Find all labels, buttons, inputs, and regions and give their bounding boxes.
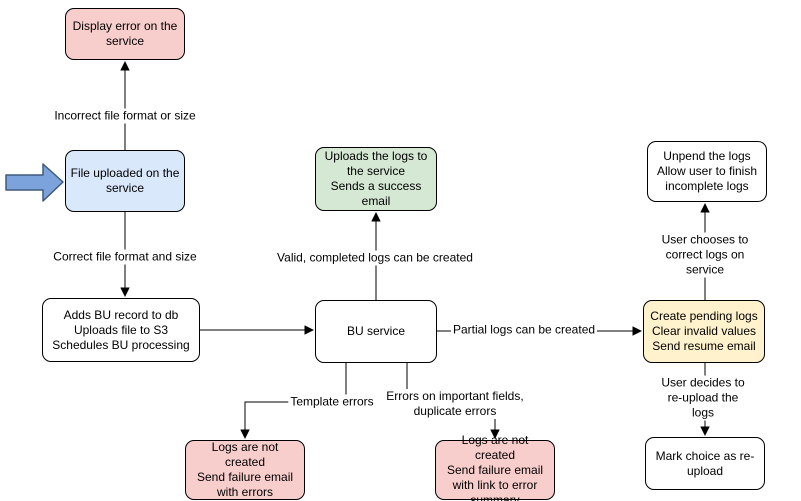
node-file-uploaded: File uploaded on the service [65,150,185,212]
node-display-error-label: Display error on the service [72,19,178,48]
entry-arrow-icon [5,163,64,202]
node-uploads-logs-label: Uploads the logs to the service Sends a … [324,149,428,208]
node-bu-service: BU service [315,300,437,363]
node-logs-not-created-summary: Logs are not created Send failure email … [435,433,555,501]
node-logs-not-created-errors-label: Logs are not created Send failure email … [196,440,294,499]
node-display-error: Display error on the service [65,8,185,60]
edge-label-incorrect-format: Incorrect file format or size [52,108,198,124]
node-unpend-logs-label: Unpend the logs Allow user to finish inc… [656,149,758,193]
node-adds-bu-record-label: Adds BU record to db Uploads file to S3 … [52,307,190,352]
node-logs-not-created-errors: Logs are not created Send failure email … [185,440,305,500]
node-adds-bu-record: Adds BU record to db Uploads file to S3 … [42,298,200,362]
node-file-uploaded-label: File uploaded on the service [70,166,180,195]
node-mark-choice-reupload: Mark choice as re- upload [645,437,765,490]
edge-label-important-fields: Errors on important fields, duplicate er… [384,389,526,419]
node-create-pending-logs-label: Create pending logs Clear invalid values… [650,309,758,353]
node-mark-choice-reupload-label: Mark choice as re- upload [655,448,755,478]
node-create-pending-logs: Create pending logs Clear invalid values… [643,300,765,363]
edge-label-correct-format: Correct file format and size [51,249,199,265]
node-uploads-logs: Uploads the logs to the service Sends a … [315,147,437,211]
node-bu-service-label: BU service [346,324,405,338]
edge-label-user-corrects: User chooses to correct logs on service [657,232,753,278]
edge-label-partial-logs: Partial logs can be created [450,322,598,338]
edge-label-template-errors: Template errors [288,394,376,410]
edge-label-valid-completed: Valid, completed logs can be created [275,250,475,266]
edge-label-user-reuploads: User decides to re-upload the logs [654,375,752,421]
node-unpend-logs: Unpend the logs Allow user to finish inc… [647,141,767,202]
node-logs-not-created-summary-label: Logs are not created Send failure email … [446,432,544,501]
